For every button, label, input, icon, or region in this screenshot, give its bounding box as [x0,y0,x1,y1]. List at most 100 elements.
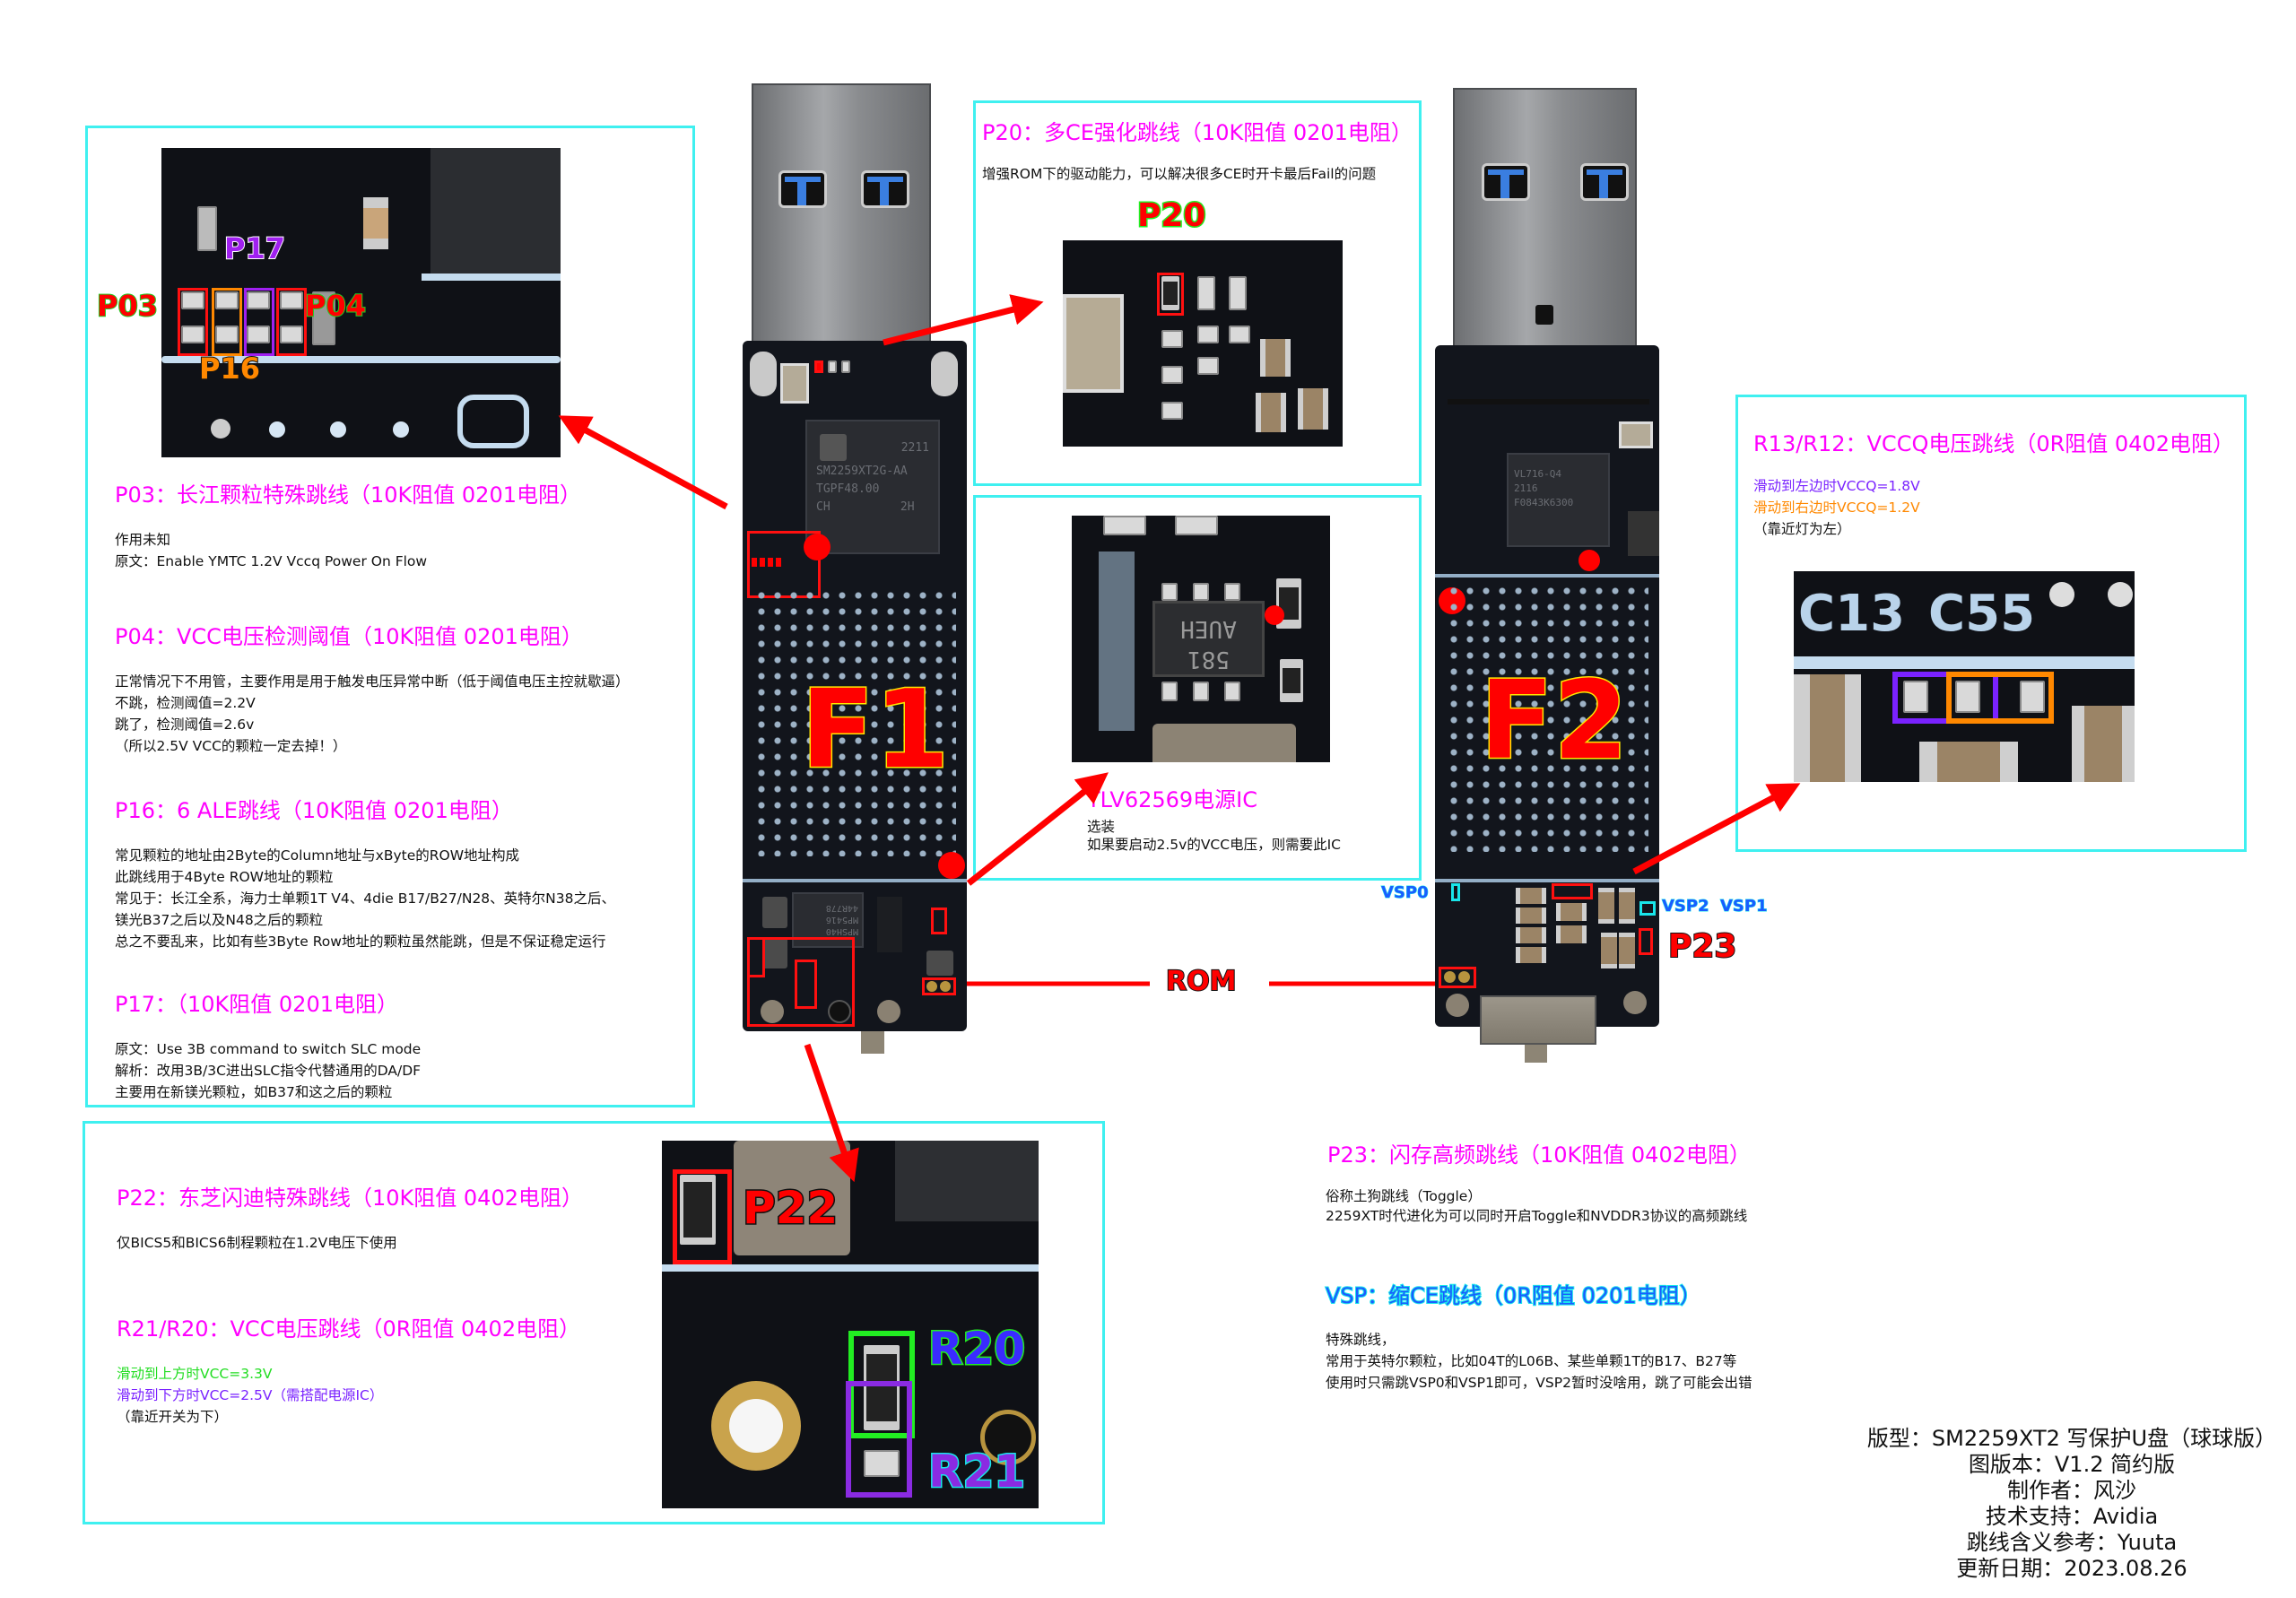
board-capacitor [1516,927,1546,943]
highlight-p23-location [1639,928,1653,955]
mount-hole [877,1000,900,1023]
highlight-rom-pads [1439,967,1476,988]
vccq-note: （靠近灯为左） [1753,521,1851,537]
p16-line: 此跳线用于4Byte ROW地址的颗粒 [115,869,334,885]
f2-switch-knob[interactable] [1525,1045,1547,1063]
tag-r20: R20 [926,1322,1026,1377]
f2-chip-line: 2116 [1514,482,1538,494]
f2-slide-switch[interactable] [1480,995,1596,1045]
p04-line: 不跳，检测阈值=2.2V [115,695,256,711]
p16-line: 常见颗粒的地址由2Byte的Column地址与xByte的ROW地址构成 [115,847,520,864]
closeup-trace [1794,656,2135,669]
highlight-vccq-left [1892,672,1998,724]
p04-line: （所以2.5V VCC的颗粒一定去掉！） [115,738,347,754]
closeup-resistor [1197,276,1215,310]
highlight-r20-r21-location [795,960,817,1009]
closeup-resistor [1229,276,1247,310]
p22-line: 仅BICS5和BICS6制程颗粒在1.2V电压下使用 [117,1235,397,1251]
closeup-trace [161,356,561,363]
p04-line: 跳了，检测阈值=2.6v [115,716,255,733]
tag-p16: P16 [198,351,261,386]
via [2049,582,2074,607]
highlight-p20 [1157,273,1184,316]
closeup-photo-p20 [1063,240,1343,447]
f1-usb-connector [752,83,931,343]
tag-p03: P03 [96,288,159,324]
f1-chip-line: TGPF48.00 [816,482,880,496]
f2-ball-grid [1446,583,1648,852]
highlight-tlv-location [931,908,947,934]
board-divider [743,879,967,882]
f2-label: F2 [1478,659,1629,784]
highlight-p04 [276,288,307,356]
pad-p16-top [215,291,239,309]
highlight-vsp2-vsp1 [1639,901,1656,916]
closeup-resistor [1276,578,1301,629]
closeup-photo-r13-r12: C13 C55 [1794,571,2135,782]
pad-p16-bottom [215,326,239,343]
closeup-trace [422,274,561,281]
closeup-resistor [1161,366,1183,384]
p03-line: 作用未知 [115,532,171,548]
f1-ic2-line: MPSH40 [825,926,858,936]
vsp-line: 常用于英特尔颗粒，比如04T的L06B、某些单颗1T的B17、B27等 [1326,1353,1737,1369]
closeup-resistor [1197,326,1219,343]
p22-heading: P22：东芝闪迪特殊跳线（10K阻值 0402电阻） [117,1185,583,1211]
usb-contact-row [1448,399,1649,404]
pad-p03-bottom [181,326,204,343]
pad-r13-right [2020,681,2045,713]
p20-heading: P20：多CE强化跳线（10K阻值 0201电阻） [982,120,1413,145]
pad-r12-mid [1955,681,1980,713]
pad-r12-left [1903,681,1928,713]
closeup-trace [1099,551,1135,731]
highlight-rom-pads [922,977,956,995]
r13-r12-text: 滑动到左边时VCCQ=1.8V 滑动到右边时VCCQ=1.2V （靠近灯为左） [1753,475,1920,540]
tlv-line: 选装 [1087,819,1116,835]
p23-line: 2259XT时代进化为可以同时开启Toggle和NVDDR3协议的高频跳线 [1326,1208,1748,1224]
board-resistor [828,360,837,373]
tlv-text: 选装 如果要启动2.5v的VCC电压，则需要此IC [1087,818,1341,854]
mount-hole [1623,991,1647,1014]
f1-chip-line: CH 2H [816,500,915,514]
rom-label: ROM [1165,965,1237,998]
tlv-chip: 581 AUEH [1152,601,1265,677]
usb-window [1482,163,1530,201]
usb-window [778,170,827,208]
usb-window [861,170,909,208]
closeup-photo-p22-r20-r21 [662,1141,1039,1508]
f1-switch-knob [861,1031,884,1054]
tag-p17: P17 [223,230,286,266]
f2-board: VL716-Q4 2116 F0843K6300 F2 [1435,345,1659,1027]
f1-chip-line: 2211 [900,441,929,455]
p17-line: 原文：Use 3B command to switch SLC mode [115,1041,422,1057]
highlight-p16 [212,288,242,356]
board-capacitor [1601,933,1617,968]
tlv-pin [1161,583,1178,601]
tlv-chip-marking-2: AUEH [1180,615,1237,642]
highlight-r21 [846,1381,912,1498]
r21-r20-text: 滑动到上方时VCC=3.3V 滑动到下方时VCC=2.5V（需搭配电源IC） （… [117,1363,383,1428]
board-inductor [762,897,787,928]
tlv-chip-marking-1: 581 [1187,646,1230,673]
pad-p04-top [280,291,303,309]
usb-shell-tab [750,352,777,396]
rom-pad [1458,971,1470,983]
sm-logo-icon [820,434,847,461]
pad-p20 [1161,276,1179,310]
board-divider [1435,574,1659,578]
board-capacitor [1598,888,1614,924]
mount-hole [980,1410,1036,1465]
p03-heading: P03：长江颗粒特殊跳线（10K阻值 0201电阻） [115,482,581,508]
board-capacitor [1619,933,1635,968]
highlight-r13-r12-location [1552,883,1593,899]
pad-p22 [680,1175,716,1245]
tag-r21: R21 [926,1445,1026,1499]
p04-heading: P04：VCC电压检测阈值（10K阻值 0201电阻） [115,624,583,649]
closeup-capacitor [1260,339,1291,377]
mount-hole-center [729,1399,783,1453]
pad-marker [752,558,757,567]
highlight-p20-location [814,360,823,373]
via [211,419,230,439]
p03-line: 原文：Enable YMTC 1.2V Vccq Power On Flow [115,553,428,569]
vsp-line: 使用时只需跳VSP0和VSP1即可，VSP2暂时没啥用，跳了可能会出错 [1326,1375,1752,1391]
